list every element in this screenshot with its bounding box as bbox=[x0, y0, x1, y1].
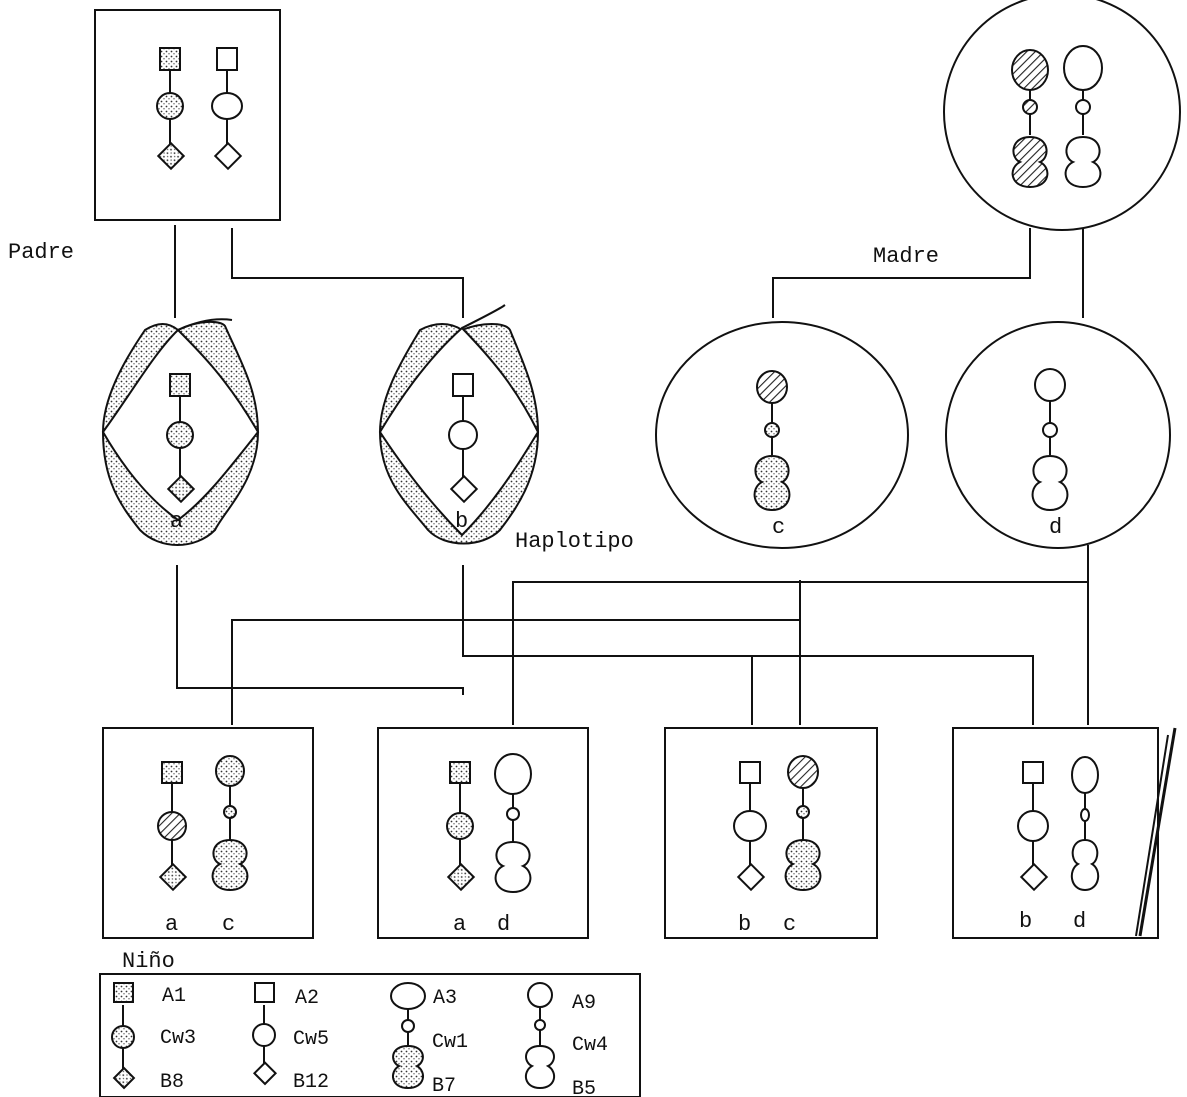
legend-1-bottom: B8 bbox=[160, 1071, 184, 1094]
legend-2-top: A2 bbox=[295, 987, 319, 1010]
haplotype-label: Haplotipo bbox=[515, 529, 634, 554]
child-2-left-label: a bbox=[453, 912, 466, 937]
father-label: Padre bbox=[8, 240, 74, 265]
legend-3-top: A3 bbox=[433, 987, 457, 1010]
page-edge-marks bbox=[1136, 728, 1175, 936]
child-3-box bbox=[665, 728, 877, 938]
legend-1-mid: Cw3 bbox=[160, 1027, 196, 1050]
legend-4-bottom: B5 bbox=[572, 1078, 596, 1097]
child-1-box bbox=[103, 728, 313, 938]
child-4-right-label: d bbox=[1073, 909, 1086, 934]
legend-3-bottom: B7 bbox=[432, 1075, 456, 1097]
child-4-left-label: b bbox=[1019, 909, 1032, 934]
legend-4-mid: Cw4 bbox=[572, 1034, 608, 1057]
gamete-b bbox=[380, 305, 538, 544]
legend-2-mid: Cw5 bbox=[293, 1028, 329, 1051]
legend-4-top: A9 bbox=[572, 992, 596, 1015]
child-1-left-label: a bbox=[165, 912, 178, 937]
child-1-right-label: c bbox=[222, 912, 235, 937]
father-box bbox=[95, 10, 280, 220]
gamete-b-label: b bbox=[455, 509, 468, 534]
child-3-left-label: b bbox=[738, 912, 751, 937]
mother-label: Madre bbox=[873, 244, 939, 269]
mother-chromosome-right bbox=[1064, 46, 1102, 187]
connector-lines bbox=[175, 225, 1088, 725]
father-chromosome-right bbox=[212, 48, 242, 169]
legend-3-mid: Cw1 bbox=[432, 1031, 468, 1054]
child-2-right-label: d bbox=[497, 912, 510, 937]
gamete-d-label: d bbox=[1049, 515, 1062, 540]
legend-1-top: A1 bbox=[162, 985, 186, 1008]
child-4-box bbox=[953, 728, 1158, 938]
father-chromosome-left bbox=[157, 48, 184, 169]
child-2-box bbox=[378, 728, 588, 938]
mother-cell bbox=[944, 0, 1180, 230]
gamete-c-label: c bbox=[772, 515, 785, 540]
mother-chromosome-left bbox=[1012, 50, 1048, 187]
child-label: Niño bbox=[122, 949, 175, 974]
child-3-right-label: c bbox=[783, 912, 796, 937]
gamete-a-label: a bbox=[170, 509, 183, 534]
legend-2-bottom: B12 bbox=[293, 1071, 329, 1094]
